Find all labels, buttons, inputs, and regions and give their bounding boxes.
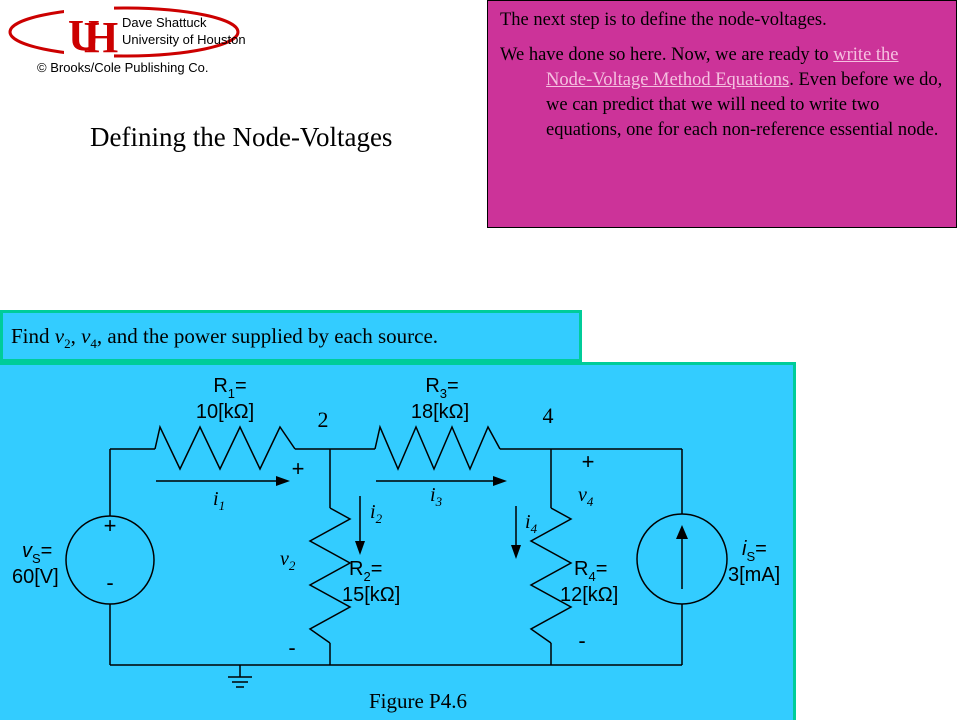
- r1-value: 10[kΩ]: [196, 401, 254, 423]
- arrow-i4-head: [511, 545, 521, 559]
- current-source-shape: [636, 513, 728, 605]
- logo-author: Dave Shattuck: [122, 15, 207, 30]
- slide-title: Defining the Node-Voltages: [90, 122, 393, 152]
- svg-text:U: U: [68, 11, 100, 60]
- resistor-r2-shape: [308, 507, 352, 644]
- callout-paragraph: We have done so here. Now, we are ready …: [500, 43, 944, 143]
- resistor-r1-shape: [154, 424, 296, 471]
- arrow-i2-head: [355, 541, 365, 555]
- circuit-figure: + - + - + - 2 4 R1= 10[kΩ] R3= 18[kΩ] R2…: [0, 362, 796, 720]
- node-4-label: 4: [543, 403, 554, 428]
- callout-line1: The next step is to define the node-volt…: [500, 10, 827, 30]
- uh-logo: U H Dave Shattuck University of Houston …: [4, 2, 246, 80]
- is-value: 3[mA]: [728, 564, 780, 586]
- r4-value: 12[kΩ]: [560, 584, 618, 606]
- logo-university: University of Houston: [122, 32, 246, 47]
- voltage-source-shape: [65, 515, 155, 605]
- v2-minus-sign: -: [288, 635, 295, 660]
- problem-prefix: Find: [11, 324, 55, 348]
- node-voltage-equations-link[interactable]: write the Node-Voltage Method Equations: [546, 45, 899, 90]
- vs-minus-sign: -: [106, 570, 113, 595]
- node-2-label: 2: [318, 407, 329, 432]
- i3-label: i3: [430, 484, 443, 509]
- svg-text:H: H: [84, 13, 118, 62]
- logo-ellipse-icon: U H: [8, 6, 240, 62]
- problem-var-v2: v: [54, 324, 65, 348]
- i1-label: i1: [213, 488, 225, 513]
- arrow-i3-head: [493, 476, 507, 486]
- vs-label: vS=: [22, 540, 52, 566]
- v4-minus-sign: -: [578, 628, 585, 653]
- arrow-i1-head: [276, 476, 290, 486]
- v4-plus-sign: +: [582, 449, 595, 474]
- r3-label: R3=: [425, 375, 458, 401]
- problem-var-v2-sub: 2: [64, 336, 71, 352]
- r2-label: R2=: [349, 558, 382, 584]
- callout-text-after: . Even before we do, we can predict that…: [546, 70, 943, 140]
- problem-suffix: , and the power supplied by each source.: [96, 324, 439, 348]
- i2-label: i2: [370, 501, 383, 526]
- v2-label: v2: [280, 548, 296, 573]
- v4-label: v4: [578, 484, 594, 509]
- logo-copyright: © Brooks/Cole Publishing Co.: [37, 60, 209, 75]
- callout-box: The next step is to define the node-volt…: [487, 0, 957, 228]
- circuit-diagram: + - + - + - 2 4 R1= 10[kΩ] R3= 18[kΩ] R2…: [12, 375, 780, 713]
- problem-statement: Find v2, v4, and the power supplied by e…: [0, 310, 582, 362]
- figure-caption: Figure P4.6: [369, 689, 467, 713]
- problem-separator: ,: [70, 324, 82, 348]
- r3-value: 18[kΩ]: [411, 401, 469, 423]
- i4-label: i4: [525, 511, 538, 536]
- is-label: iS=: [742, 538, 767, 564]
- resistor-r3-shape: [374, 424, 501, 471]
- callout-text-before: We have done so here. Now, we are ready …: [500, 45, 834, 65]
- current-source-arrowhead: [676, 525, 688, 539]
- problem-var-v4: v: [81, 324, 91, 348]
- problem-var-v4-sub: 4: [90, 336, 97, 352]
- r2-value: 15[kΩ]: [342, 584, 400, 606]
- r1-label: R1=: [213, 375, 246, 401]
- vs-value: 60[V]: [12, 566, 59, 588]
- resistor-r4-shape: [529, 507, 573, 644]
- r4-label: R4=: [574, 558, 607, 584]
- v2-plus-sign: +: [292, 456, 305, 481]
- vs-plus-sign: +: [104, 513, 117, 538]
